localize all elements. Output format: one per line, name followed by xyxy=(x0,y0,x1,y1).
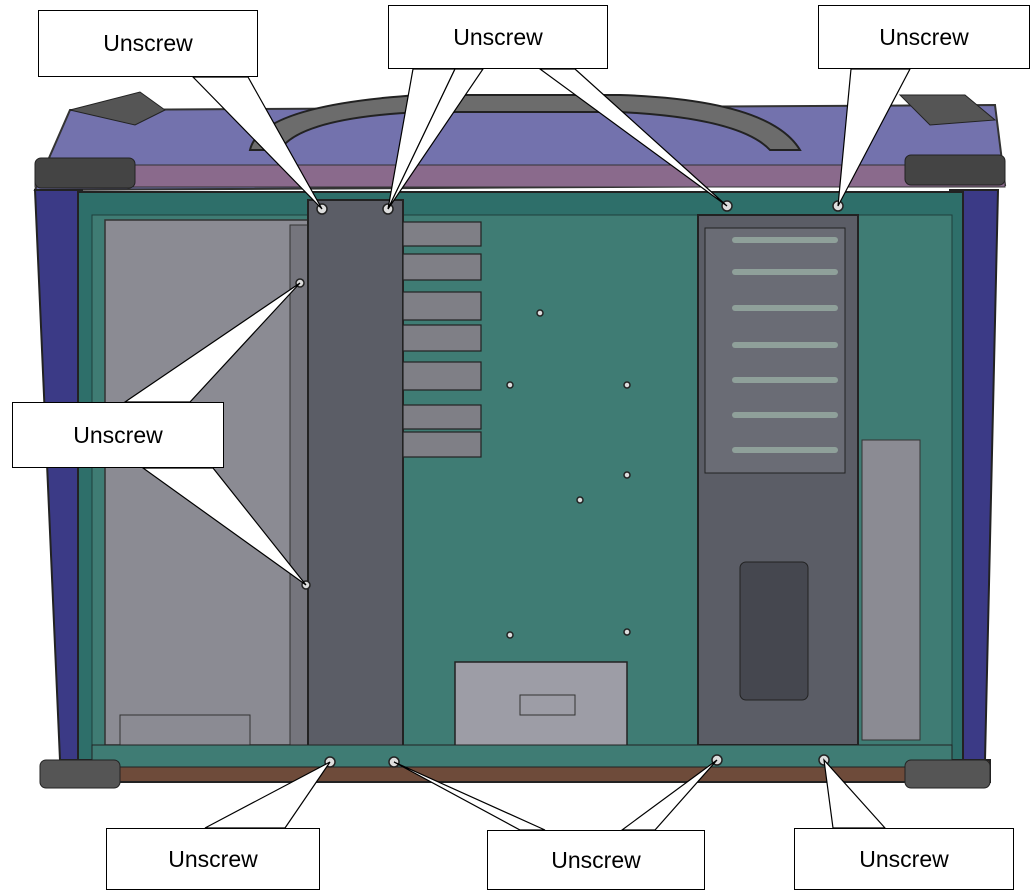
drive-module xyxy=(454,661,628,748)
callout-bottom-right: Unscrew xyxy=(794,828,1014,890)
callout-top-right: Unscrew xyxy=(818,5,1030,69)
top-right-bumper xyxy=(904,154,1006,186)
vent-cutout xyxy=(739,561,809,701)
callout-middle-left: Unscrew xyxy=(12,402,224,468)
callout-top-left: Unscrew xyxy=(38,10,258,77)
carry-handle xyxy=(248,94,802,151)
leader-lines xyxy=(123,68,911,831)
callout-bottom-left: Unscrew xyxy=(106,828,320,890)
top-left-bumper xyxy=(34,157,136,189)
callout-bottom-middle: Unscrew xyxy=(487,830,705,890)
top-cover xyxy=(33,91,1007,192)
callout-top-middle: Unscrew xyxy=(388,5,608,69)
vertical-bracket xyxy=(307,199,404,761)
connector-tabs xyxy=(402,221,482,458)
